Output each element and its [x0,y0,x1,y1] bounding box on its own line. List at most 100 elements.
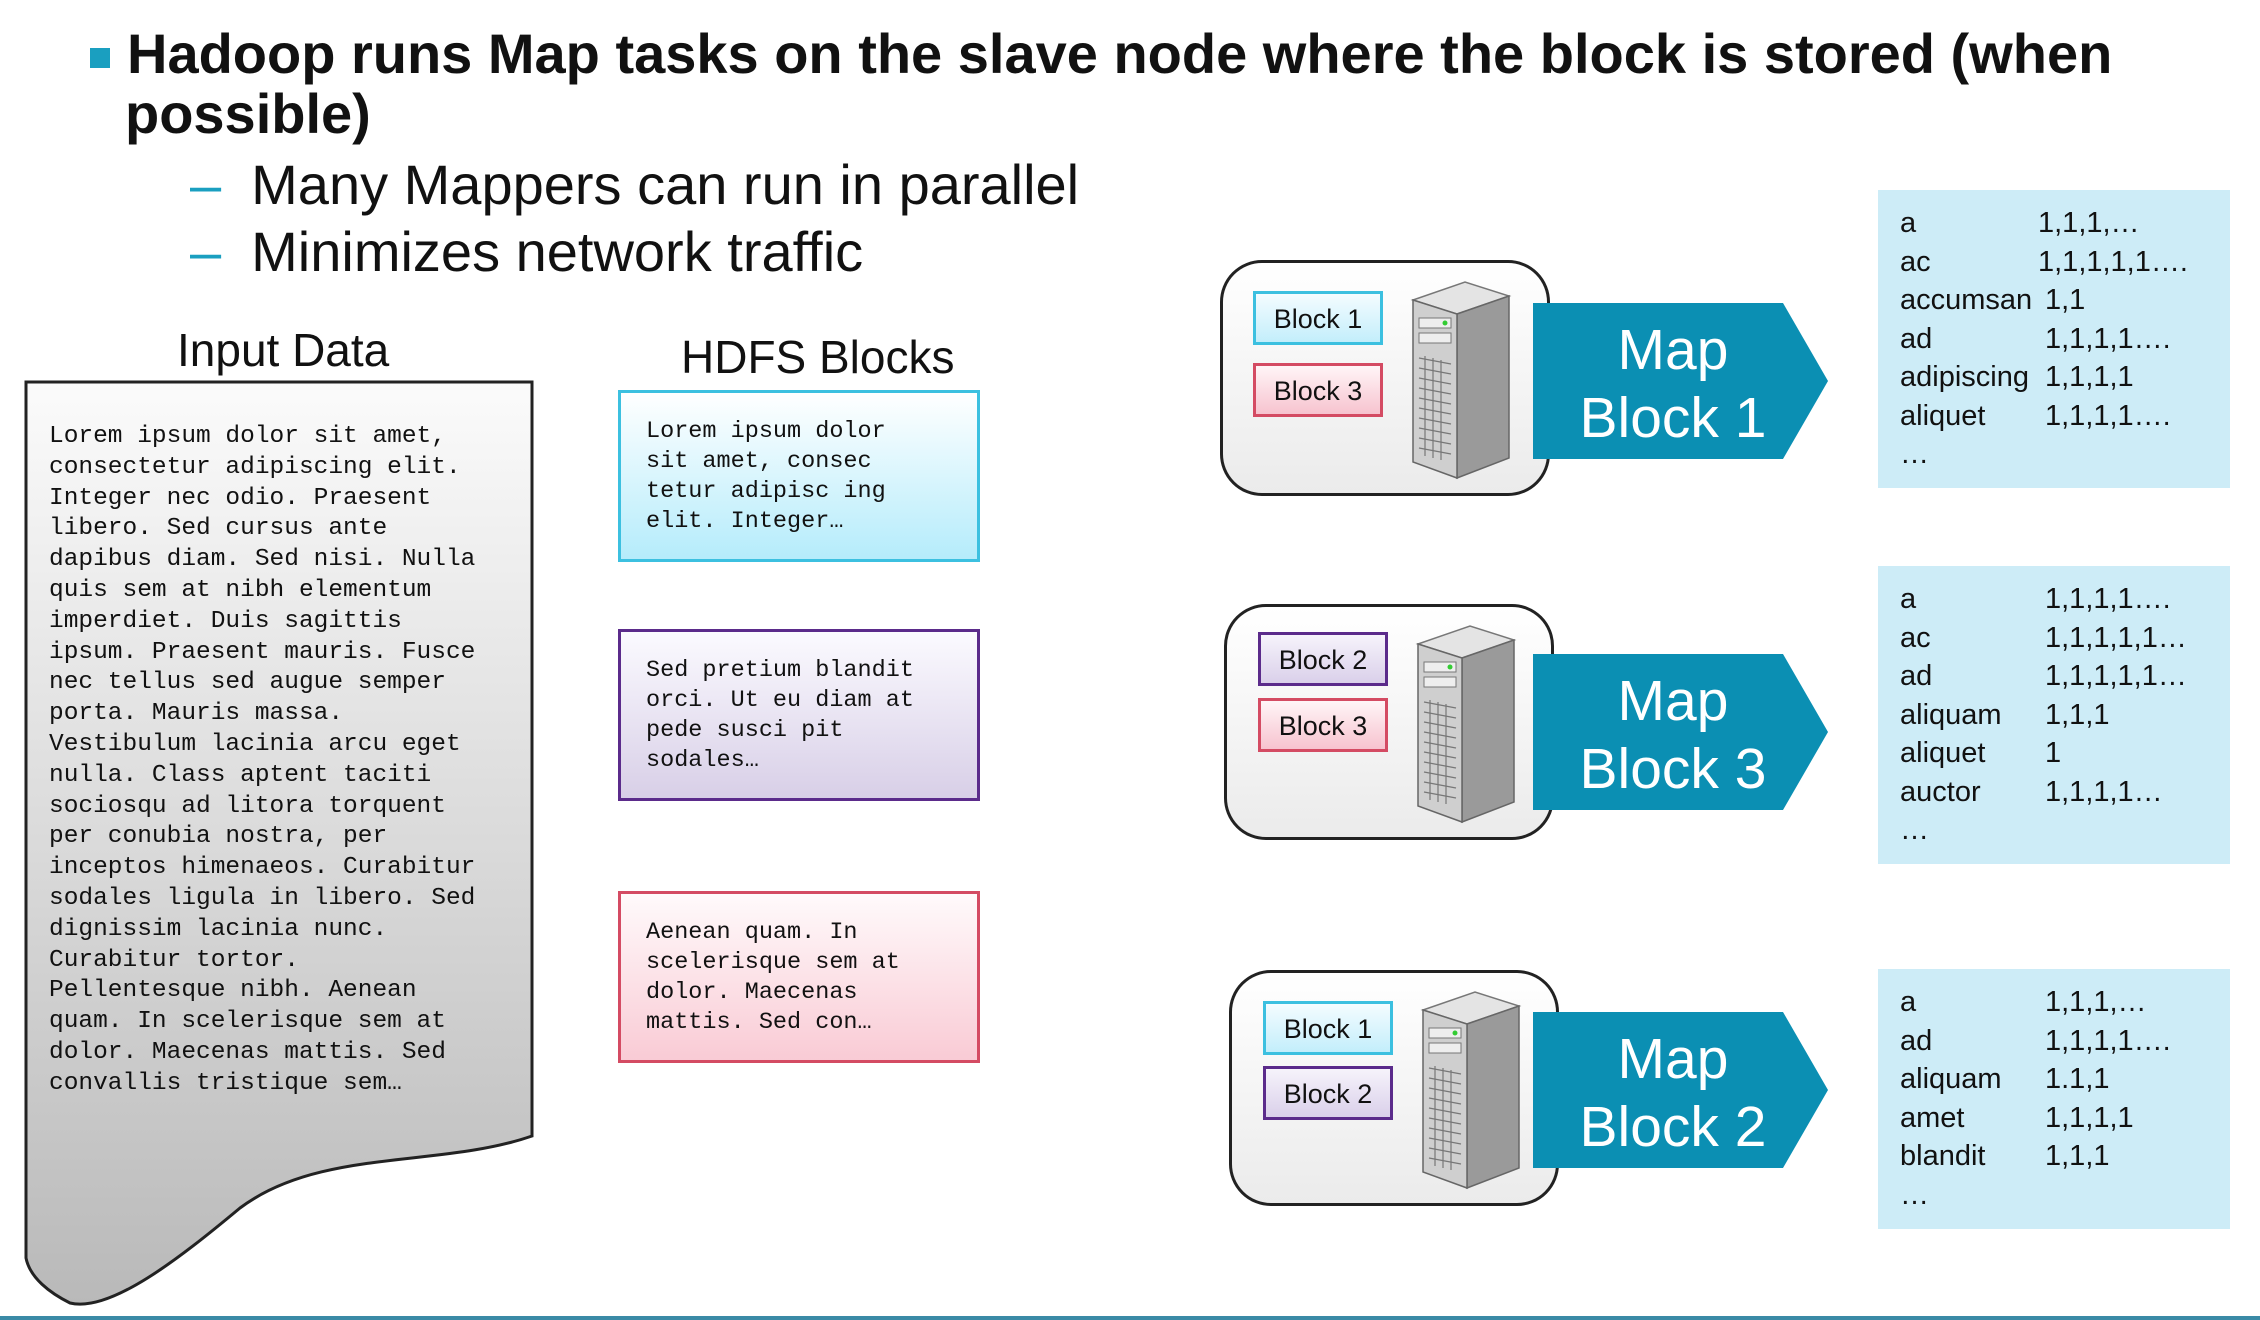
output-key: aliquam [1900,1063,2002,1095]
output-row: … [1900,811,2230,850]
output-value: 1,1,1,… [2038,207,2140,239]
input-data-line: per conubia nostra, per [49,823,388,851]
output-value: 1,1,1,1…. [2045,322,2171,355]
output-row: amet 1,1,1,1 [1900,1099,2230,1138]
map-title: Map [1617,1027,1729,1091]
server-tower-icon [1415,625,1517,824]
map-title: Map [1617,318,1729,382]
node-1-tag-2: Block 3 [1253,363,1383,417]
input-data-line: dignissim lacinia nunc. [49,915,388,943]
output-key: aliquet [1900,399,1986,432]
output-row: ad 1,1,1,1…. [1900,320,2230,359]
sub-bullet-2: –Minimizes network traffic [190,222,863,282]
map-block: Block 3 [1579,737,1767,801]
output-row: accumsan 1,1 [1900,281,2230,320]
map-label-2: Map Block 3 [1538,667,1808,803]
input-data-line: imperdiet. Duis sagittis [49,607,402,635]
map-label-1: Map Block 1 [1538,316,1808,452]
hdfs-block-2: Sed pretium blandit orci. Ut eu diam at … [618,629,980,801]
hdfs-block-1: Lorem ipsum dolor sit amet, consec tetur… [618,390,980,562]
output-value: 1,1,1,1…. [2045,1024,2171,1057]
map-block: Block 2 [1579,1095,1767,1159]
sub-bullet-1: –Many Mappers can run in parallel [190,155,1079,215]
output-value: 1,1,1,… [2045,986,2147,1018]
node-2-tag-2: Block 3 [1258,698,1388,752]
input-data-line: libero. Sed cursus ante [49,515,388,543]
server-tower-icon [1410,281,1512,480]
output-value: 1,1,1 [2045,698,2110,731]
output-key: blandit [1900,1140,1986,1172]
output-key: … [1900,1178,1929,1211]
output-key: ad [1900,1024,1933,1057]
output-key: a [1900,207,1917,239]
input-data-line: sociosqu ad litora torquent [49,792,446,820]
main-bullet-line1: Hadoop runs Map tasks on the slave node … [127,22,2113,85]
output-row: … [1900,1176,2230,1215]
main-bullet: Hadoop runs Map tasks on the slave node … [125,22,2157,144]
footer-divider [0,1316,2260,1320]
node-3-tag-1: Block 1 [1263,1001,1393,1055]
server-tower-icon [1420,991,1522,1190]
output-row: ac 1,1,1,1,1…. [1900,243,2230,282]
output-row: a 1,1,1,1…. [1900,580,2230,619]
dash-icon: – [190,153,222,216]
map-title: Map [1617,669,1729,733]
output-value: 1,1 [2045,284,2086,316]
map-arrow-2 [1533,654,1828,810]
sub-bullet-text: Minimizes network traffic [251,220,864,283]
output-key: a [1900,583,1917,615]
input-data-line: Integer nec odio. Praesent [49,484,432,512]
output-key: … [1900,438,1929,470]
output-value: 1,1,1,1,1…. [2038,245,2188,278]
output-value: 1,1,1,1…. [2045,583,2171,615]
output-value: 1,1,1,1,1… [2045,660,2187,692]
output-key: amet [1900,1101,1965,1134]
input-data-line: ipsum. Praesent mauris. Fusce [49,638,476,666]
input-data-line: porta. Mauris massa. [49,700,344,728]
output-value: 1,1,1,1…. [2045,399,2171,432]
input-data-line: convallis tristique sem… [49,1069,402,1097]
square-bullet-icon [90,48,110,68]
output-value: 1,1,1,1 [2045,1101,2134,1134]
input-data-line: Vestibulum lacinia arcu eget [49,730,461,758]
dash-icon: – [190,220,222,283]
output-value: 1,1,1,1,1… [2045,621,2187,654]
output-key: adipiscing [1900,361,2029,393]
output-key: ad [1900,322,1933,355]
output-row: … [1900,435,2230,474]
output-key: ac [1900,245,1931,278]
input-data-line: dolor. Maecenas mattis. Sed [49,1038,446,1066]
input-data-title: Input Data [177,324,390,376]
input-data-line: nec tellus sed augue semper [49,669,446,697]
output-row: a 1,1,1,… [1900,204,2230,243]
map-arrow-3 [1533,1012,1828,1168]
output-key: auctor [1900,775,1981,808]
output-value: 1 [2045,737,2062,769]
node-1-tag-1: Block 1 [1253,291,1383,345]
input-data-line: dapibus diam. Sed nisi. Nulla [49,546,476,574]
document-shape [24,380,534,1306]
map-arrow-1 [1533,303,1828,459]
input-data-line: Pellentesque nibh. Aenean [49,977,417,1005]
output-key: … [1900,814,1929,846]
input-data-line: Curabitur tortor. [49,946,299,974]
output-key: ad [1900,660,1933,692]
output-key: accumsan [1900,284,2033,316]
input-data-line: sodales ligula in libero. Sed [49,884,476,912]
node-3-tag-2: Block 2 [1263,1066,1393,1120]
output-value: 1.1,1 [2045,1063,2110,1095]
input-data-line: quis sem at nibh elementum [49,576,432,604]
input-data-line: consectetur adipiscing elit. [49,453,461,481]
output-key: aliquet [1900,737,1986,769]
map-output-1: a 1,1,1,… ac 1,1,1,1,1….accumsan 1,1 ad 1,1,1,… [1878,190,2230,488]
input-data-line: quam. In scelerisque sem at [49,1008,446,1036]
input-data-line: Lorem ipsum dolor sit amet, [49,423,446,450]
output-row: aliquam 1.1,1 [1900,1060,2230,1099]
